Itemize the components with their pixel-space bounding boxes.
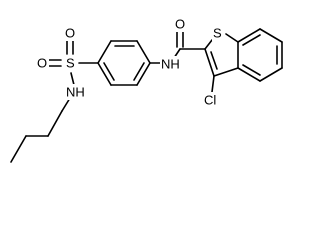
bond-nh-sulfonyl-s xyxy=(70,72,75,86)
bond-benzo-c7-c6 xyxy=(259,28,283,43)
bond-benzo-c4-c3a xyxy=(237,67,261,82)
bond-c3-chlorine xyxy=(211,75,215,93)
sulfonyl-oxygen-left-label: O xyxy=(37,56,47,71)
bond-thiophene-c3-c2 xyxy=(204,48,215,77)
sulfonamide-nh-label: NH xyxy=(66,85,85,100)
bond-phenyl-inner-b xyxy=(133,62,145,81)
amide-oxygen-label: O xyxy=(175,17,185,32)
bond-layer xyxy=(10,28,283,163)
bond-phenyl-inner-c xyxy=(103,62,115,81)
bond-thiophene-c3a-c3 xyxy=(213,67,239,77)
bond-benzo-inner-c xyxy=(242,64,261,76)
bond-benzo-c5-c4 xyxy=(259,67,283,82)
bond-thiophene-c2-s xyxy=(204,39,213,50)
bond-benzo-inner-a xyxy=(242,34,261,46)
sulfonyl-sulfur-label: S xyxy=(66,56,75,71)
sulfonyl-oxygen-top-label: O xyxy=(65,26,75,41)
chlorine-label: Cl xyxy=(204,93,216,108)
thiophene-sulfur-label: S xyxy=(213,26,222,41)
bond-phenyl-3-4 xyxy=(136,40,151,64)
bond-butyl-c3-c4 xyxy=(47,110,63,137)
amide-nh-label: NH xyxy=(161,57,180,72)
bond-phenyl-1-2 xyxy=(97,40,112,64)
bond-phenyl-6-1 xyxy=(97,62,112,86)
bond-thiophene-s-c7a xyxy=(225,33,239,43)
bond-benzo-c7a-c7 xyxy=(237,28,261,43)
bond-butyl-c4-n xyxy=(61,97,71,112)
molecule-structure-diagram: O O S NH O NH S Cl xyxy=(10,16,283,163)
bond-phenyl-4-5 xyxy=(136,62,151,86)
bond-butyl-c1-c2 xyxy=(10,135,27,163)
bond-thiophene-inner-double xyxy=(210,51,218,70)
atom-label-layer: O O S NH O NH S Cl xyxy=(36,16,225,108)
